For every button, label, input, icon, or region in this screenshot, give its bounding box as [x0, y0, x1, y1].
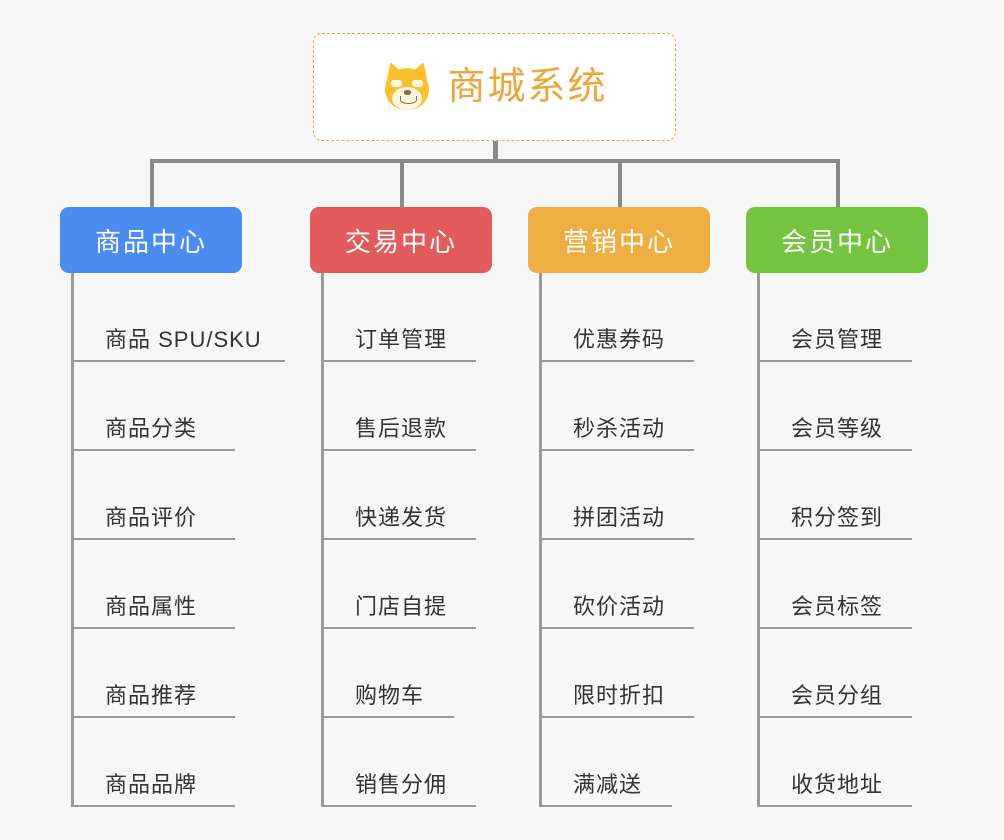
leaf-underline	[71, 538, 235, 540]
leaf-list-column-1: 商品 SPU/SKU 商品分类 商品评价 商品属性 商品推荐 商品品牌	[71, 273, 331, 807]
leaf-underline	[539, 449, 694, 451]
leaf-list-column-3: 优惠券码 秒杀活动 拼团活动 砍价活动 限时折扣 满减送	[539, 273, 799, 807]
category-header-1-label: 商品中心	[94, 226, 207, 257]
list-item[interactable]: 快递发货	[321, 451, 581, 540]
connector-horizontal-bus	[150, 159, 840, 163]
root-node-label: 商城系统	[447, 66, 608, 108]
list-item[interactable]: 满减送	[539, 718, 799, 807]
list-item[interactable]: 会员管理	[757, 273, 1004, 362]
connector-drop-column-2	[400, 159, 404, 209]
leaf-label: 商品评价	[105, 505, 198, 530]
leaf-underline	[321, 449, 476, 451]
leaf-label: 会员等级	[791, 416, 884, 441]
category-header-2-label: 交易中心	[344, 226, 457, 257]
list-item[interactable]: 销售分佣	[321, 718, 581, 807]
list-item[interactable]: 会员标签	[757, 540, 1004, 629]
list-item[interactable]: 会员等级	[757, 362, 1004, 451]
leaf-label: 收货地址	[791, 772, 884, 797]
list-item[interactable]: 优惠券码	[539, 273, 799, 362]
leaf-label: 订单管理	[355, 327, 448, 352]
shiba-inu-face-icon	[381, 59, 433, 113]
leaf-list-column-4: 会员管理 会员等级 积分签到 会员标签 会员分组 收货地址	[757, 273, 1004, 807]
leaf-label: 商品推荐	[105, 683, 198, 708]
leaf-underline	[71, 716, 235, 718]
leaf-underline	[757, 538, 912, 540]
list-item[interactable]: 商品分类	[71, 362, 331, 451]
connector-spine-column-4	[757, 273, 760, 807]
list-item[interactable]: 购物车	[321, 629, 581, 718]
root-node-mall-system[interactable]: 商城系统	[313, 33, 676, 141]
list-item[interactable]: 商品 SPU/SKU	[71, 273, 331, 362]
leaf-label: 快递发货	[355, 505, 448, 530]
leaf-underline	[321, 805, 476, 807]
leaf-label: 商品分类	[105, 416, 198, 441]
leaf-label: 秒杀活动	[573, 416, 666, 441]
leaf-label: 销售分佣	[355, 772, 448, 797]
list-item[interactable]: 商品品牌	[71, 718, 331, 807]
list-item[interactable]: 限时折扣	[539, 629, 799, 718]
leaf-label: 优惠券码	[573, 327, 666, 352]
leaf-underline	[321, 716, 454, 718]
leaf-underline	[757, 805, 912, 807]
leaf-list-column-2: 订单管理 售后退款 快递发货 门店自提 购物车 销售分佣	[321, 273, 581, 807]
connector-drop-column-1	[150, 159, 154, 209]
leaf-label: 积分签到	[791, 505, 884, 530]
leaf-label: 会员管理	[791, 327, 884, 352]
leaf-underline	[321, 538, 476, 540]
category-header-2[interactable]: 交易中心	[310, 207, 492, 273]
leaf-label: 砍价活动	[573, 594, 666, 619]
leaf-label: 商品品牌	[105, 772, 198, 797]
category-header-3[interactable]: 营销中心	[528, 207, 710, 273]
leaf-label: 售后退款	[355, 416, 448, 441]
list-item[interactable]: 售后退款	[321, 362, 581, 451]
leaf-underline	[539, 805, 672, 807]
leaf-underline	[71, 627, 235, 629]
list-item[interactable]: 门店自提	[321, 540, 581, 629]
connector-root-stem	[493, 141, 498, 162]
leaf-label: 拼团活动	[573, 505, 666, 530]
connector-spine-column-3	[539, 273, 542, 807]
list-item[interactable]: 订单管理	[321, 273, 581, 362]
leaf-underline	[757, 716, 912, 718]
list-item[interactable]: 商品推荐	[71, 629, 331, 718]
list-item[interactable]: 商品属性	[71, 540, 331, 629]
connector-drop-column-4	[836, 159, 840, 209]
leaf-label: 商品 SPU/SKU	[105, 327, 262, 352]
leaf-label: 购物车	[355, 683, 425, 708]
leaf-underline	[757, 360, 912, 362]
list-item[interactable]: 砍价活动	[539, 540, 799, 629]
category-header-1[interactable]: 商品中心	[60, 207, 242, 273]
category-header-4[interactable]: 会员中心	[746, 207, 928, 273]
leaf-underline	[321, 360, 476, 362]
leaf-label: 满减送	[573, 772, 643, 797]
connector-spine-column-1	[71, 273, 74, 807]
list-item[interactable]: 商品评价	[71, 451, 331, 540]
category-header-4-label: 会员中心	[780, 226, 893, 257]
list-item[interactable]: 收货地址	[757, 718, 1004, 807]
leaf-label: 会员标签	[791, 594, 884, 619]
leaf-label: 门店自提	[355, 594, 448, 619]
leaf-underline	[71, 360, 285, 362]
category-header-3-label: 营销中心	[562, 226, 675, 257]
list-item[interactable]: 会员分组	[757, 629, 1004, 718]
leaf-underline	[539, 716, 694, 718]
leaf-underline	[539, 360, 694, 362]
leaf-underline	[539, 627, 694, 629]
leaf-label: 会员分组	[791, 683, 884, 708]
connector-drop-column-3	[618, 159, 622, 209]
list-item[interactable]: 拼团活动	[539, 451, 799, 540]
leaf-underline	[71, 805, 235, 807]
leaf-underline	[321, 627, 476, 629]
leaf-underline	[539, 538, 694, 540]
connector-spine-column-2	[321, 273, 324, 807]
list-item[interactable]: 秒杀活动	[539, 362, 799, 451]
leaf-label: 商品属性	[105, 594, 198, 619]
leaf-underline	[71, 449, 235, 451]
leaf-underline	[757, 627, 912, 629]
leaf-label: 限时折扣	[573, 683, 666, 708]
list-item[interactable]: 积分签到	[757, 451, 1004, 540]
leaf-underline	[757, 449, 912, 451]
